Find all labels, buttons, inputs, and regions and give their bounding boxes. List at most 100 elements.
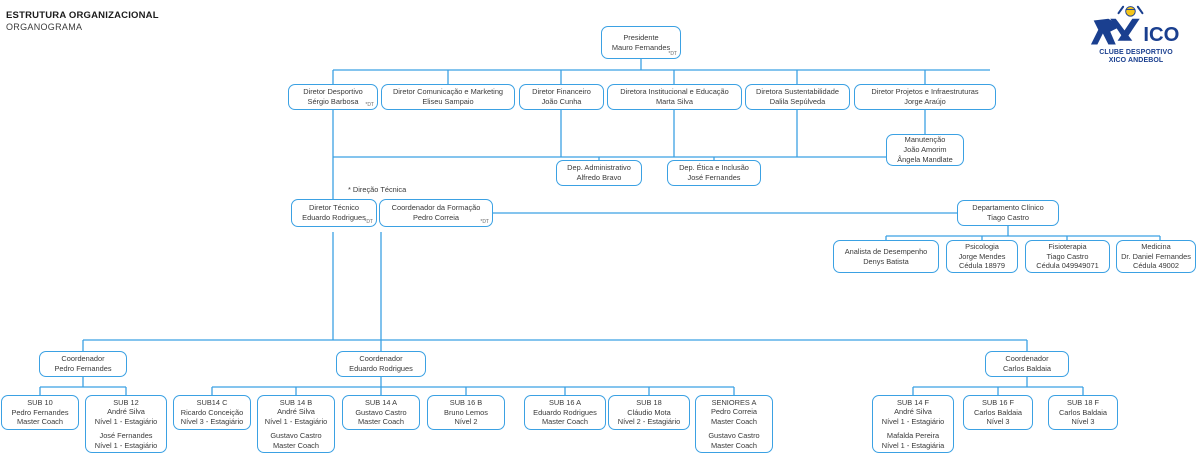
node-title: Diretor Técnico xyxy=(309,203,359,213)
dt-marker: *DT xyxy=(668,51,677,58)
node-title: Coordenador xyxy=(61,354,105,364)
node-coordenador-formacao[interactable]: Coordenador da Formação Pedro Correia *D… xyxy=(379,199,493,227)
node-name: Eduardo Rodrigues xyxy=(349,364,413,373)
team-title: SUB 16 F xyxy=(981,397,1015,407)
xico-logo-icon: ICO xyxy=(1090,5,1179,46)
node-title: Coordenador xyxy=(1005,354,1049,364)
node-title: Diretora Institucional e Educação xyxy=(620,87,729,97)
staff-role: Nível 3 xyxy=(986,417,1010,427)
node-psicologia[interactable]: Psicologia Jorge Mendes Cédula 18979 xyxy=(946,240,1018,273)
staff-name: Pedro Fernandes xyxy=(11,407,69,417)
staff-role: Master Coach xyxy=(541,417,588,427)
node-coordenador-carlos-baldaia[interactable]: Coordenador Carlos Baldaia xyxy=(985,351,1069,377)
staff-role: Master Coach xyxy=(272,440,319,450)
dt-marker: *DT xyxy=(365,102,374,109)
node-title: Presidente xyxy=(623,32,659,42)
staff-name: Gustavo Castro xyxy=(708,430,760,440)
staff-role: Nível 1 - Estagiário xyxy=(94,417,158,427)
node-name: Tiago Castro xyxy=(1046,251,1089,261)
team-title: SENIORES A xyxy=(711,397,757,407)
node-title: Diretor Desportivo xyxy=(303,87,363,97)
node-diretora-sustentabilidade[interactable]: Diretora Sustentabilidade Dalila Sepúlve… xyxy=(745,84,850,110)
node-coordenador-eduardo-rodrigues[interactable]: Coordenador Eduardo Rodrigues xyxy=(336,351,426,377)
node-name: Carlos Baldaia xyxy=(1002,364,1052,373)
logo-wordmark: CLUBE DESPORTIVO XICO ANDEBOL xyxy=(1084,49,1188,67)
node-name: Eduardo Rodrigues xyxy=(302,213,366,222)
node-manutencao[interactable]: Manutenção João Amorim Ângela Mandlate xyxy=(886,134,964,166)
node-diretor-tecnico[interactable]: Diretor Técnico Eduardo Rodrigues *DT xyxy=(291,199,377,227)
node-name-1: João Amorim xyxy=(903,145,947,155)
node-title: Diretor Comunicação e Marketing xyxy=(392,87,504,97)
node-title: Manutenção xyxy=(904,135,946,145)
node-title: Coordenador da Formação xyxy=(391,203,481,213)
staff-name: André Silva xyxy=(277,407,315,417)
staff-role: Nível 1 - Estagiário xyxy=(881,417,945,427)
node-departamento-clinico[interactable]: Departamento Clínico Tiago Castro xyxy=(957,200,1059,226)
node-name: José Fernandes xyxy=(687,173,741,182)
node-name: Dalila Sepúlveda xyxy=(769,97,826,106)
svg-text:ICO: ICO xyxy=(1143,24,1179,46)
team-title: SUB 14 F xyxy=(896,397,930,407)
node-medicina[interactable]: Medicina Dr. Daniel Fernandes Cédula 490… xyxy=(1116,240,1196,273)
node-analista-desempenho[interactable]: Analista de Desempenho Denys Batista xyxy=(833,240,939,273)
node-title: Psicologia xyxy=(965,241,999,251)
node-title: Fisioterapia xyxy=(1048,241,1087,251)
node-diretor-comunicacao[interactable]: Diretor Comunicação e Marketing Eliseu S… xyxy=(381,84,515,110)
node-presidente[interactable]: Presidente Mauro Fernandes *DT xyxy=(601,26,681,59)
node-diretor-projetos[interactable]: Diretor Projetos e Infraestruturas Jorge… xyxy=(854,84,996,110)
logo-line2: XICO ANDEBOL xyxy=(1108,57,1164,65)
node-name: Sérgio Barbosa xyxy=(307,97,359,106)
team-title: SUB 18 F xyxy=(1066,397,1100,407)
staff-role: Nível 3 xyxy=(1071,417,1095,427)
staff-role: Master Coach xyxy=(16,417,63,427)
node-name: Pedro Correia xyxy=(412,213,459,222)
staff-role: Nível 1 - Estagiário xyxy=(94,440,158,450)
node-title: Medicina xyxy=(1141,241,1171,251)
node-diretor-desportivo[interactable]: Diretor Desportivo Sérgio Barbosa *DT xyxy=(288,84,378,110)
node-name: Jorge Mendes xyxy=(958,251,1006,261)
page-title-block: ESTRUTURA ORGANIZACIONAL ORGANOGRAMA xyxy=(6,10,159,33)
staff-name: Eduardo Rodrigues xyxy=(533,407,597,417)
node-name: Tiago Castro xyxy=(986,213,1030,222)
node-name: Jorge Araújo xyxy=(904,97,946,106)
node-coordenador-pedro-fernandes[interactable]: Coordenador Pedro Fernandes xyxy=(39,351,127,377)
staff-role: Nível 1 - Estagiário xyxy=(264,417,328,427)
node-name-2: Ângela Mandlate xyxy=(897,154,953,164)
staff-role: Nível 2 - Estagiário xyxy=(617,417,681,427)
node-name: Marta Silva xyxy=(656,97,693,106)
team-title: SUB 12 xyxy=(113,397,139,407)
club-logo: ICO CLUBE DESPORTIVO XICO ANDEBOL xyxy=(1084,4,1188,66)
team-title: SUB 10 xyxy=(27,397,53,407)
node-dep-administrativo[interactable]: Dep. Administrativo Alfredo Bravo xyxy=(556,160,642,186)
page-subtitle: ORGANOGRAMA xyxy=(6,21,83,32)
node-dep-etica[interactable]: Dep. Ética e Inclusão José Fernandes xyxy=(667,160,761,186)
node-fisioterapia[interactable]: Fisioterapia Tiago Castro Cédula 0499490… xyxy=(1025,240,1110,273)
node-diretora-institucional[interactable]: Diretora Institucional e Educação Marta … xyxy=(607,84,742,110)
node-title: Dep. Administrativo xyxy=(567,163,631,173)
node-diretor-financeiro[interactable]: Diretor Financeiro João Cunha xyxy=(519,84,604,110)
staff-role: Nível 1 - Estagiária xyxy=(881,440,945,450)
